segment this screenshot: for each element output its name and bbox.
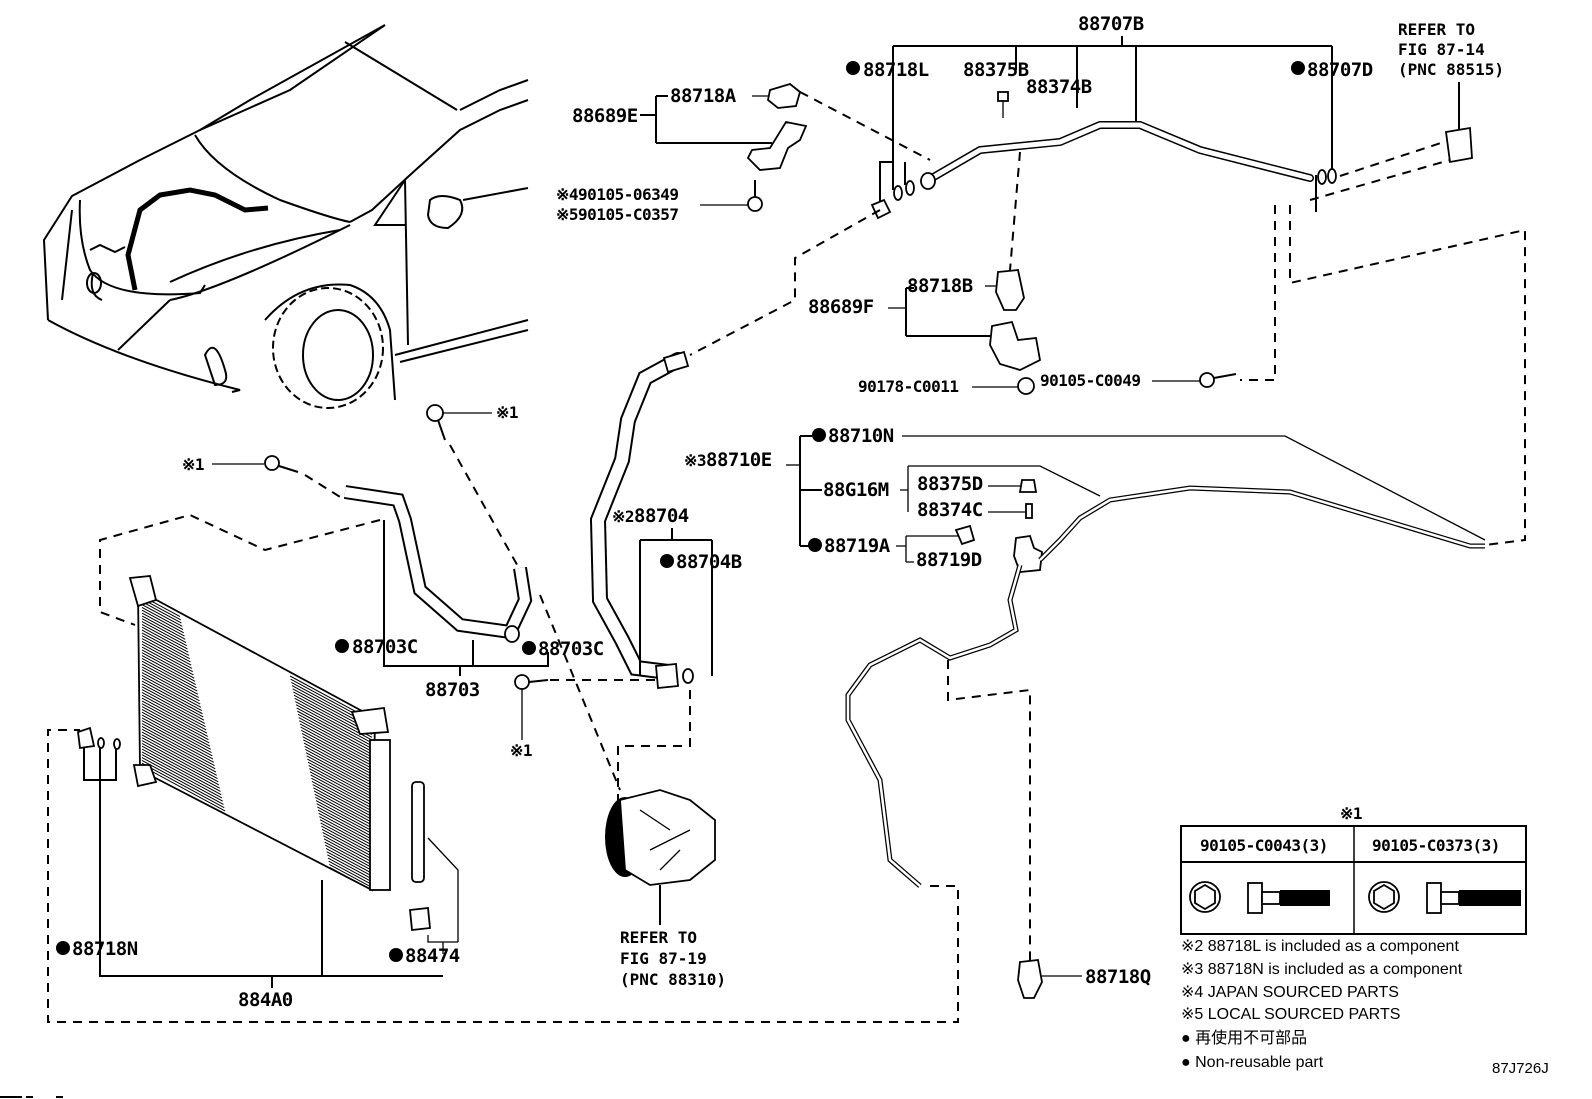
label-88718N[interactable]: 88718N [72,938,138,960]
clamp-88718Q-group: 88718Q [1017,959,1151,999]
pipe-88710E-group: ※388710E 88710N 88G16M 88375D 88374C 887… [47,425,1486,1023]
bolt-left-icon [264,455,280,471]
label-88G16M[interactable]: 88G16M [823,479,889,501]
note-mark-1-b[interactable]: ※1 [496,403,519,422]
valve-core-88374C-icon [1025,503,1033,519]
label-88710N[interactable]: 88710N [828,425,894,447]
label-88375D[interactable]: 88375D [917,473,983,495]
label-88689F[interactable]: 88689F [808,296,874,318]
compressor-ref-line-3: (PNC 88310) [620,970,726,989]
hose-fitting-bottom-icon [655,663,679,689]
label-88374C[interactable]: 88374C [917,499,983,521]
bolt-table: ※1 90105-C0043(3) 90105-C0373(3) [1180,804,1527,935]
switch-88719A-icon [954,524,976,546]
ref-line-1: REFER TO [1398,20,1475,39]
compressor-ref-line-2[interactable]: FIG 87-19 [620,949,707,968]
hose-fitting-top-icon [662,350,690,374]
legend-note-4: ※4 JAPAN SOURCED PARTS [1181,984,1399,1001]
bolt-icon [747,196,763,212]
compressor-icon [619,789,716,886]
nut-90178-icon [1017,377,1035,395]
clamp-88718B-icon [995,269,1025,311]
pipe-88707B-group: 88707B 88718L 88375B 88374B 88707D [689,13,1526,546]
legend-note-2: ※2 88718L is included as a component [1181,938,1459,955]
label-88689E[interactable]: 88689E [572,105,638,127]
bolt-90105-C0043-icon [1189,881,1330,914]
bolt-table-title: ※1 [1340,804,1362,823]
label-90178-C0011[interactable]: 90178-C0011 [858,377,959,396]
label-88718L[interactable]: 88718L [863,59,929,81]
compressor-ref-line-1: REFER TO [620,928,697,947]
label-bolt-90105-06349[interactable]: ※490105-06349 [556,185,679,204]
figure-code: 87J726J [1492,1060,1549,1077]
bracket-88689F-icon [989,320,1042,371]
label-88710E[interactable]: ※388710E [684,449,772,471]
bolt-90105-C0049-icon [1199,372,1215,388]
label-88707B[interactable]: 88707B [1078,13,1144,35]
bolt-top-icon [426,404,444,422]
clamp-88718A-icon [767,83,802,109]
label-88718B[interactable]: 88718B [907,275,973,297]
ref-line-2[interactable]: FIG 87-14 [1398,40,1485,59]
label-884A0[interactable]: 884A0 [238,989,293,1011]
bolt-bottom-icon [514,674,530,690]
label-88703[interactable]: 88703 [425,679,480,701]
clamp-88718Q-icon [1017,959,1043,999]
clamp-88718N-icon [77,726,96,750]
legend: ※2 88718L is included as a component ※3 … [1181,938,1463,1071]
hose-88703-group: ※1 ※1 ※1 88703C 88703C 88703 [99,403,621,791]
label-88718Q[interactable]: 88718Q [1085,966,1151,988]
bolt-table-col-1-part[interactable]: 90105-C0043(3) [1200,836,1328,855]
legend-nonreusable-en: ● Non-reusable part [1181,1054,1324,1071]
label-88703C-right[interactable]: 88703C [538,638,604,660]
label-88375B[interactable]: 88375B [963,59,1029,81]
bracket-88689E-group: 88689E 88718A ※490105-06349 ※590105-C035… [556,83,931,224]
label-88718A[interactable]: 88718A [670,85,737,107]
clamp-88718L-icon [870,198,892,220]
legend-note-3: ※3 88718N is included as a component [1181,961,1463,978]
label-88374B[interactable]: 88374B [1026,76,1092,98]
label-88703C-left[interactable]: 88703C [352,636,418,658]
bracket-88689F-group: 88689F 88718B 90178-C0011 90105-C0049 [808,269,1237,396]
compressor-group: REFER TO FIG 87-19 (PNC 88310) [605,789,726,989]
cap-88474-icon [409,907,431,931]
receiver-tank-icon [369,739,391,891]
label-88704[interactable]: ※288704 [612,505,689,527]
block-88719D-icon [1013,535,1043,573]
label-90105-C0049[interactable]: 90105-C0049 [1040,371,1141,390]
condenser-884A0-group: 88718N 88474 884A0 [56,575,460,1011]
vehicle-location-illustration [42,24,529,409]
reference-fig-87-14: REFER TO FIG 87-14 (PNC 88515) [1398,20,1504,164]
note-mark-1-c[interactable]: ※1 [510,741,533,760]
label-bolt-90105-C0357[interactable]: ※590105-C0357 [556,205,679,224]
legend-note-5: ※5 LOCAL SOURCED PARTS [1181,1006,1400,1023]
cap-88375D-icon [1018,479,1038,493]
cap-88375B-icon [997,91,1009,102]
label-88707D[interactable]: 88707D [1307,59,1373,81]
label-88474[interactable]: 88474 [405,945,460,967]
desiccant-icon [411,781,425,883]
bolt-90105-C0373-icon [1368,881,1521,914]
note-mark-1-a[interactable]: ※1 [182,455,205,474]
bolt-table-col-2-part[interactable]: 90105-C0373(3) [1372,836,1500,855]
label-88719A[interactable]: 88719A [824,535,891,557]
legend-nonreusable-jp: ● 再使用不可部品 [1181,1029,1307,1047]
ref-line-3: (PNC 88515) [1398,60,1504,79]
hose-88704-group: ※288704 88704B [550,350,742,850]
expansion-valve-icon [1444,126,1473,164]
label-88704B[interactable]: 88704B [676,551,742,573]
bracket-88689E-icon [746,120,808,171]
label-88719D[interactable]: 88719D [916,549,982,571]
